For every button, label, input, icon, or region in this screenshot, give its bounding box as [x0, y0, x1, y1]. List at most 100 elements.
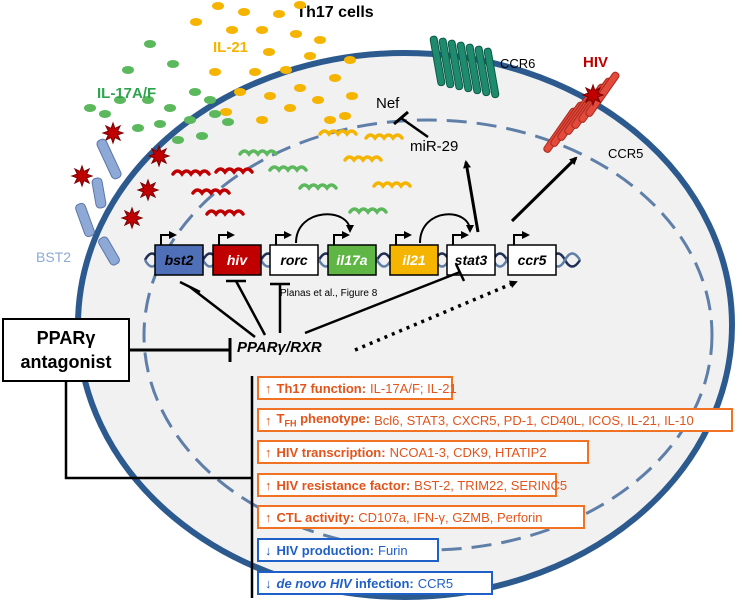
- ccr6-label: CCR6: [500, 56, 535, 71]
- ccr6-receptor: [429, 35, 500, 99]
- il21-dot: [294, 1, 306, 9]
- mrna-squiggle: [348, 207, 388, 215]
- antagonist-line1: PPARγ: [36, 328, 96, 348]
- mrna-squiggle: [372, 181, 412, 189]
- citation-text: Planas et al., Figure 8: [280, 288, 378, 299]
- promoter-arrow-icon: [160, 231, 177, 245]
- effect-label: HIV resistance factor:: [276, 477, 411, 493]
- effect-label: de novo HIV infection:: [277, 576, 414, 591]
- effect-label-sub: FH: [284, 418, 297, 429]
- mir29-inhibits-nef: [400, 116, 429, 139]
- hiv-virion-icon: [581, 83, 605, 107]
- il17-dot: [132, 124, 144, 132]
- effect-box: ↑HIV resistance factor:BST-2, TRIM22, SE…: [257, 473, 567, 497]
- antagonist-to-effects-line: [64, 382, 252, 480]
- mrna-squiggle: [364, 133, 404, 141]
- il17-dot: [144, 40, 156, 48]
- il21-dot: [324, 116, 336, 124]
- effect-items: NCOA1-3, CDK9, HTATIP2: [389, 444, 547, 460]
- mir29-label: miR-29: [410, 138, 458, 155]
- effect-box: ↓HIV production:Furin: [257, 538, 439, 562]
- il17-dot: [184, 116, 196, 124]
- mrna-squiggle: [343, 155, 383, 163]
- ccr5-label: CCR5: [608, 146, 643, 161]
- il17-dot: [164, 104, 176, 112]
- il21-dot: [238, 8, 250, 16]
- gene-il21: il21: [389, 231, 439, 276]
- hiv-virion-icon: [147, 144, 171, 168]
- mir29-inhibits-nef-bar: [393, 110, 409, 126]
- effect-items: Bcl6, STAT3, CXCR5, PD-1, CD40L, ICOS, I…: [374, 412, 694, 428]
- il21-cytokines: [190, 1, 358, 124]
- activation-loop-arrow: [295, 213, 354, 244]
- il17-dot: [114, 96, 126, 104]
- il21-dot: [284, 104, 296, 112]
- il21-dot: [226, 26, 238, 34]
- promoter-arrow-icon: [333, 231, 350, 245]
- effect-box: ↑CTL activity:CD107a, IFN-γ, GZMB, Perfo…: [257, 505, 585, 529]
- il21-dot: [294, 84, 306, 92]
- down-arrow-icon: ↓: [265, 575, 272, 591]
- gene-label: rorc: [280, 252, 307, 268]
- hiv-virions: [70, 83, 605, 230]
- effect-box: ↑ TFH phenotype:Bcl6, STAT3, CXCR5, PD-1,…: [257, 408, 733, 432]
- il21-dot: [339, 112, 351, 120]
- promoter-arrow-icon: [513, 231, 530, 245]
- il17-dot: [154, 120, 166, 128]
- mrna-squiggle: [268, 165, 308, 173]
- mrna-squiggle: [318, 129, 358, 137]
- nef-label: Nef: [376, 95, 400, 112]
- hiv-virion-icon: [70, 164, 94, 188]
- mrna-squiggle: [238, 149, 278, 157]
- gene-box: [507, 244, 557, 276]
- hiv-virion-icon: [101, 121, 125, 145]
- effect-items: CD107a, IFN-γ, GZMB, Perforin: [358, 509, 543, 525]
- mrna-squiggle: [205, 209, 245, 217]
- effect-label: HIV transcription:: [276, 444, 386, 460]
- il21-dot: [264, 92, 276, 100]
- mrna-squiggle: [298, 183, 338, 191]
- effect-box: ↓de novo HIV infection:CCR5: [257, 571, 493, 595]
- down-arrow-icon: ↓: [265, 542, 272, 558]
- effect-box: ↑Th17 function:IL-17A/F; IL-21: [257, 376, 457, 400]
- up-arrow-icon: ↑: [265, 412, 272, 428]
- mrna-squiggle: [191, 188, 231, 196]
- il17-dot: [209, 110, 221, 118]
- il21-dot: [273, 10, 285, 18]
- promoter-arrow-icon: [275, 231, 292, 245]
- il17-dot: [142, 96, 154, 104]
- gene-box: [327, 244, 377, 276]
- ppar-antagonist-box: PPARγ antagonist: [2, 318, 130, 382]
- bst2-label: BST2: [36, 249, 71, 265]
- effect-items: BST-2, TRIM22, SERINC5: [414, 477, 568, 493]
- il21-dot: [314, 36, 326, 44]
- effect-label-rest: infection:: [351, 575, 414, 591]
- ppar-rxr-label: PPARγ/RXR: [237, 339, 322, 356]
- mrna-squiggle: [214, 167, 254, 175]
- il21-dot: [249, 68, 261, 76]
- gene-box: [154, 244, 204, 276]
- effect-label: CTL activity:: [276, 509, 355, 525]
- mrna-squiggle: [171, 169, 211, 177]
- ppar-to-ccr5-dotted: [354, 280, 518, 352]
- gene-rorc: rorc: [269, 231, 319, 276]
- promoter-arrow-icon: [452, 231, 469, 245]
- gene-label: hiv: [227, 252, 248, 268]
- gene-ccr5: ccr5: [507, 231, 557, 276]
- effect-items: Furin: [378, 542, 408, 558]
- activation-loop-arrow: [419, 213, 474, 244]
- il17-dot: [204, 96, 216, 104]
- up-arrow-icon: ↑: [265, 380, 272, 396]
- il21-dot: [256, 26, 268, 34]
- il21-dot: [209, 68, 221, 76]
- gene-bst2: bst2: [154, 231, 204, 276]
- il21-dot: [304, 52, 316, 60]
- promoter-arrow-icon: [218, 231, 235, 245]
- effect-label: TFH phenotype:: [277, 411, 371, 429]
- effect-label: HIV production:: [276, 542, 375, 558]
- gene-label: bst2: [165, 252, 194, 268]
- gene-box: [212, 244, 262, 276]
- il21-dot: [220, 108, 232, 116]
